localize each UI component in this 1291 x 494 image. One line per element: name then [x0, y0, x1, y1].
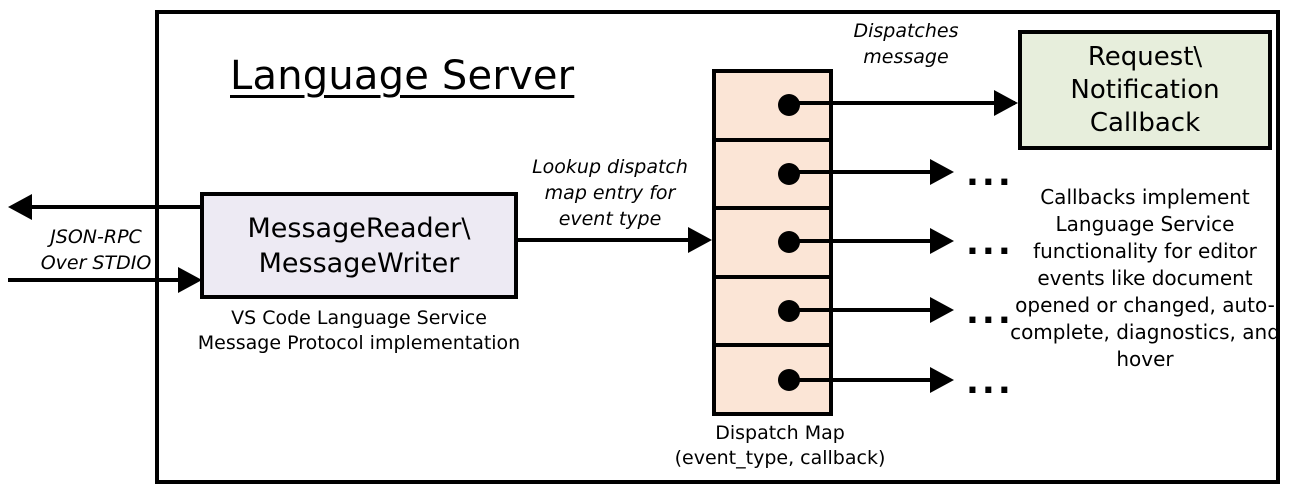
callback-box-line-2: Notification: [1070, 74, 1220, 105]
message-box-caption-line-2: Message Protocol implementation: [197, 332, 521, 354]
jsonrpc-outbound-arrowhead: [8, 194, 32, 220]
dispatch-row4-ellipsis: ...: [966, 292, 1014, 332]
dispatch-row2-arrowhead: [930, 159, 954, 185]
lookup-dispatch-arrowhead: [688, 227, 712, 253]
jsonrpc-inbound-arrowhead: [178, 267, 202, 293]
language-server-boundary: [155, 10, 1280, 484]
edge-label-jsonrpc: JSON-RPC Over STDIO: [40, 226, 152, 274]
dispatch-map-row[interactable]: [716, 210, 829, 279]
message-box-caption: VS Code Language Service Message Protoco…: [178, 306, 540, 356]
jsonrpc-inbound-line: [8, 278, 180, 282]
dispatch-row3-ellipsis: ...: [966, 223, 1014, 263]
request-notification-callback-box[interactable]: Request\ Notification Callback: [1018, 30, 1272, 150]
callback-box-line-3: Callback: [1089, 107, 1201, 138]
page-title: Language Server: [230, 53, 575, 99]
jsonrpc-outbound-line: [32, 205, 204, 209]
dispatch-row5-arrowhead: [930, 367, 954, 393]
callback-pointer-dot: [778, 94, 800, 117]
message-box-caption-line-1: VS Code Language Service: [231, 307, 487, 329]
message-reader-writer-box[interactable]: MessageReader\ MessageWriter: [200, 192, 518, 299]
callback-box-line-1: Request\: [1087, 41, 1203, 72]
edge-label-lookup-dispatch: Lookup dispatch map entry for event type: [532, 156, 688, 230]
dispatch-map-caption: Dispatch Map (event_type, callback): [640, 421, 920, 471]
message-box-line-2: MessageWriter: [258, 247, 460, 279]
dispatch-row3-arrowhead: [930, 228, 954, 254]
dispatch-row2-ellipsis: ...: [966, 154, 1014, 194]
dispatch-map-row[interactable]: [716, 279, 829, 348]
dispatch-row1-line: [785, 101, 1015, 105]
dispatch-row4-line: [785, 308, 945, 312]
lookup-dispatch-line: [518, 238, 690, 242]
dispatch-row5-ellipsis: ...: [966, 362, 1014, 402]
dispatch-map-row[interactable]: [716, 73, 829, 142]
edge-label-dispatches-message: Dispatches message: [853, 20, 959, 68]
dispatch-map-row[interactable]: [716, 142, 829, 211]
dispatch-row2-line: [785, 170, 945, 174]
dispatch-map-caption-line-1: Dispatch Map: [715, 422, 845, 444]
message-box-line-1: MessageReader\: [247, 212, 471, 244]
dispatch-row1-arrowhead: [994, 90, 1018, 116]
dispatch-row3-line: [785, 239, 945, 243]
callback-description: Callbacks implement Language Service fun…: [1010, 185, 1280, 371]
dispatch-row4-arrowhead: [930, 297, 954, 323]
dispatch-row5-line: [785, 378, 945, 382]
dispatch-map-caption-line-2: (event_type, callback): [674, 447, 886, 469]
